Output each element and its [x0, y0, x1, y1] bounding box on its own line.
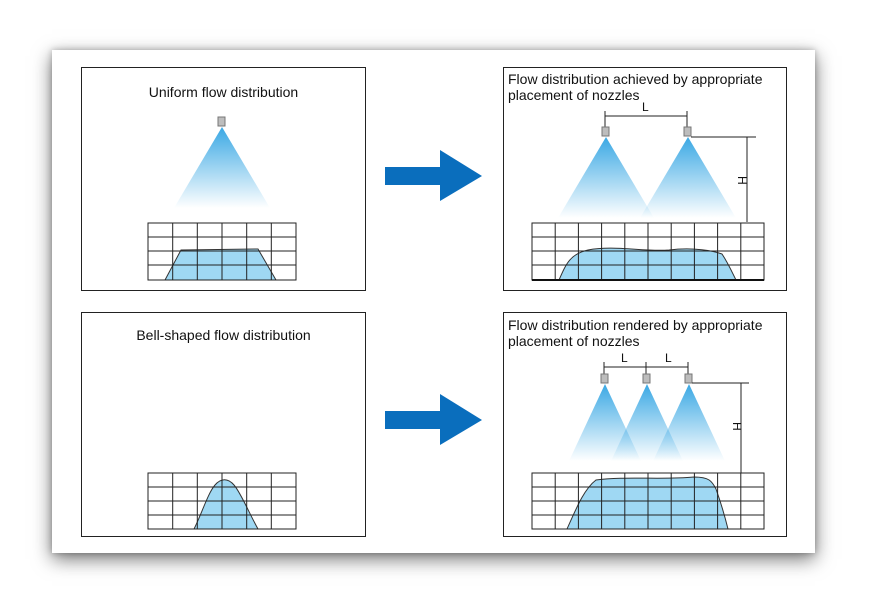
- distribution-chart: [147, 472, 297, 530]
- panel-uniform-graphic: [147, 116, 297, 281]
- spray-cone: [558, 137, 654, 218]
- spacing-label-l: L: [642, 100, 649, 114]
- panel-uniform-result: Flow distribution achieved by appropriat…: [503, 67, 787, 291]
- distribution-chart: [147, 222, 297, 281]
- nozzle-icon: [642, 373, 651, 384]
- distribution-profile: [193, 479, 259, 530]
- panel-bell-result: Flow distribution rendered by appropriat…: [503, 312, 787, 537]
- panel-uniform-result-title-line2: placement of nozzles: [508, 87, 640, 103]
- panel-bell-result-graphic: L L H: [531, 351, 765, 530]
- distribution-chart: [531, 472, 765, 530]
- panel-bell-result-title-line2: placement of nozzles: [508, 333, 640, 349]
- panel-uniform-title: Uniform flow distribution: [148, 84, 299, 100]
- spray-cone: [653, 384, 725, 461]
- panel-bell: Bell-shaped flow distribution: [81, 312, 366, 537]
- diagram-card: Uniform flow distribution: [52, 50, 815, 553]
- spacing-label-l: L: [621, 351, 628, 365]
- panel-bell-result-title-line1: Flow distribution rendered by appropriat…: [508, 317, 763, 333]
- nozzle-icon: [600, 373, 609, 384]
- spray-cone: [174, 127, 270, 208]
- distribution-chart: [531, 222, 765, 281]
- height-label-h: H: [730, 422, 744, 431]
- arrow-right-icon: [385, 394, 482, 445]
- nozzle-icon: [217, 116, 226, 127]
- arrow-right-icon: [385, 150, 482, 201]
- panel-uniform: Uniform flow distribution: [81, 67, 366, 291]
- nozzle-icon: [601, 126, 610, 137]
- nozzle-icon: [684, 373, 693, 384]
- height-label-h: H: [735, 176, 749, 185]
- spacing-label-l: L: [665, 351, 672, 365]
- panel-uniform-result-graphic: L H: [531, 100, 765, 281]
- panel-bell-graphic: [147, 472, 297, 530]
- panel-uniform-result-title-line1: Flow distribution achieved by appropriat…: [508, 71, 763, 87]
- nozzle-icon: [683, 126, 692, 137]
- spray-cone: [640, 137, 736, 218]
- panel-bell-title: Bell-shaped flow distribution: [136, 327, 311, 343]
